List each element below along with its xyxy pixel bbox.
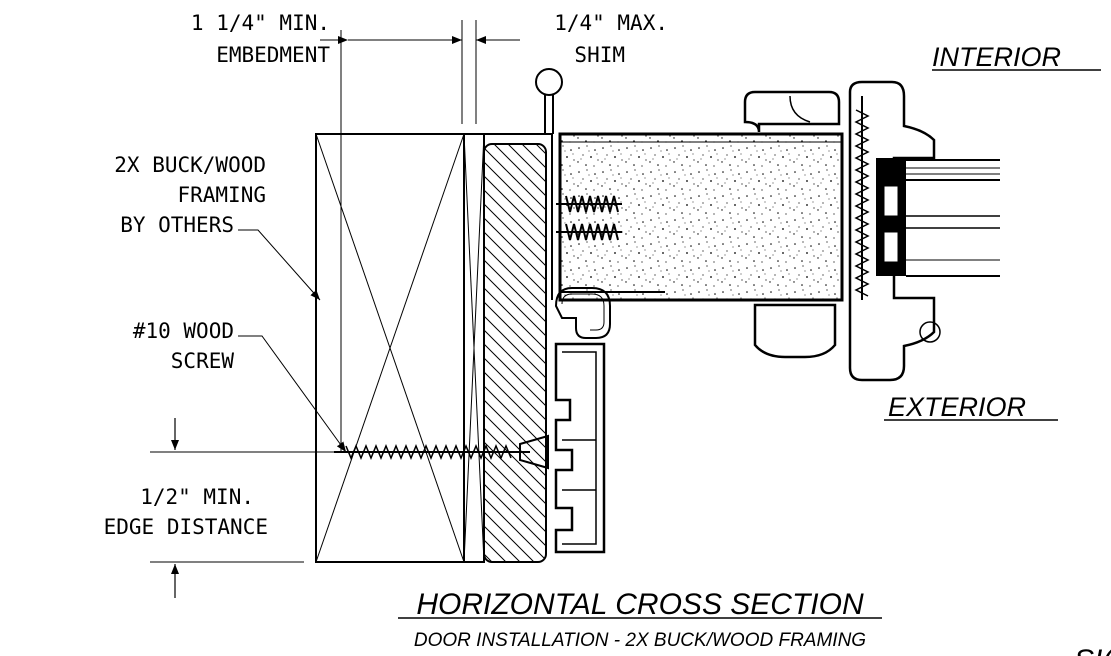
shim-label-line2: SHIM [574,43,625,67]
glazing-frame [743,80,941,382]
edge-distance-dimension [150,418,334,598]
door-slab [558,132,844,302]
buck-label-line2: FRAMING [177,183,266,207]
leader-buck [238,229,321,301]
embedment-label-line1: 1 1/4" MIN. [191,11,330,35]
shim-label-line1: 1/4" MAX. [554,11,668,35]
edge-label-line1: 1/2" MIN. [140,485,254,509]
cropped-title-fragment: SI( [1074,644,1111,656]
screw-label-line2: SCREW [171,349,235,373]
screw-label-line1: #10 WOOD [133,319,234,343]
embedment-label-line2: EMBEDMENT [216,43,330,67]
wood-buck [315,133,485,563]
drawing-subtitle: DOOR INSTALLATION - 2X BUCK/WOOD FRAMING [414,630,866,651]
shim-pin [535,68,563,134]
exterior-extrusion [554,342,606,554]
drawing-title: HORIZONTAL CROSS SECTION [416,588,864,621]
door-screws [556,195,622,241]
interior-label: INTERIOR [932,42,1061,72]
mounting-screw [334,434,549,470]
exterior-label: EXTERIOR [888,392,1026,422]
edge-label-line2: EDGE DISTANCE [104,515,268,539]
buck-label-line1: 2X BUCK/WOOD [114,153,266,177]
buck-label-line3: BY OTHERS [120,213,234,237]
embedment-dimension [320,20,520,452]
glass-unit [876,158,1000,277]
frame-section-hatched [483,133,553,563]
weatherstrip [554,287,611,339]
leader-screw [238,335,347,453]
